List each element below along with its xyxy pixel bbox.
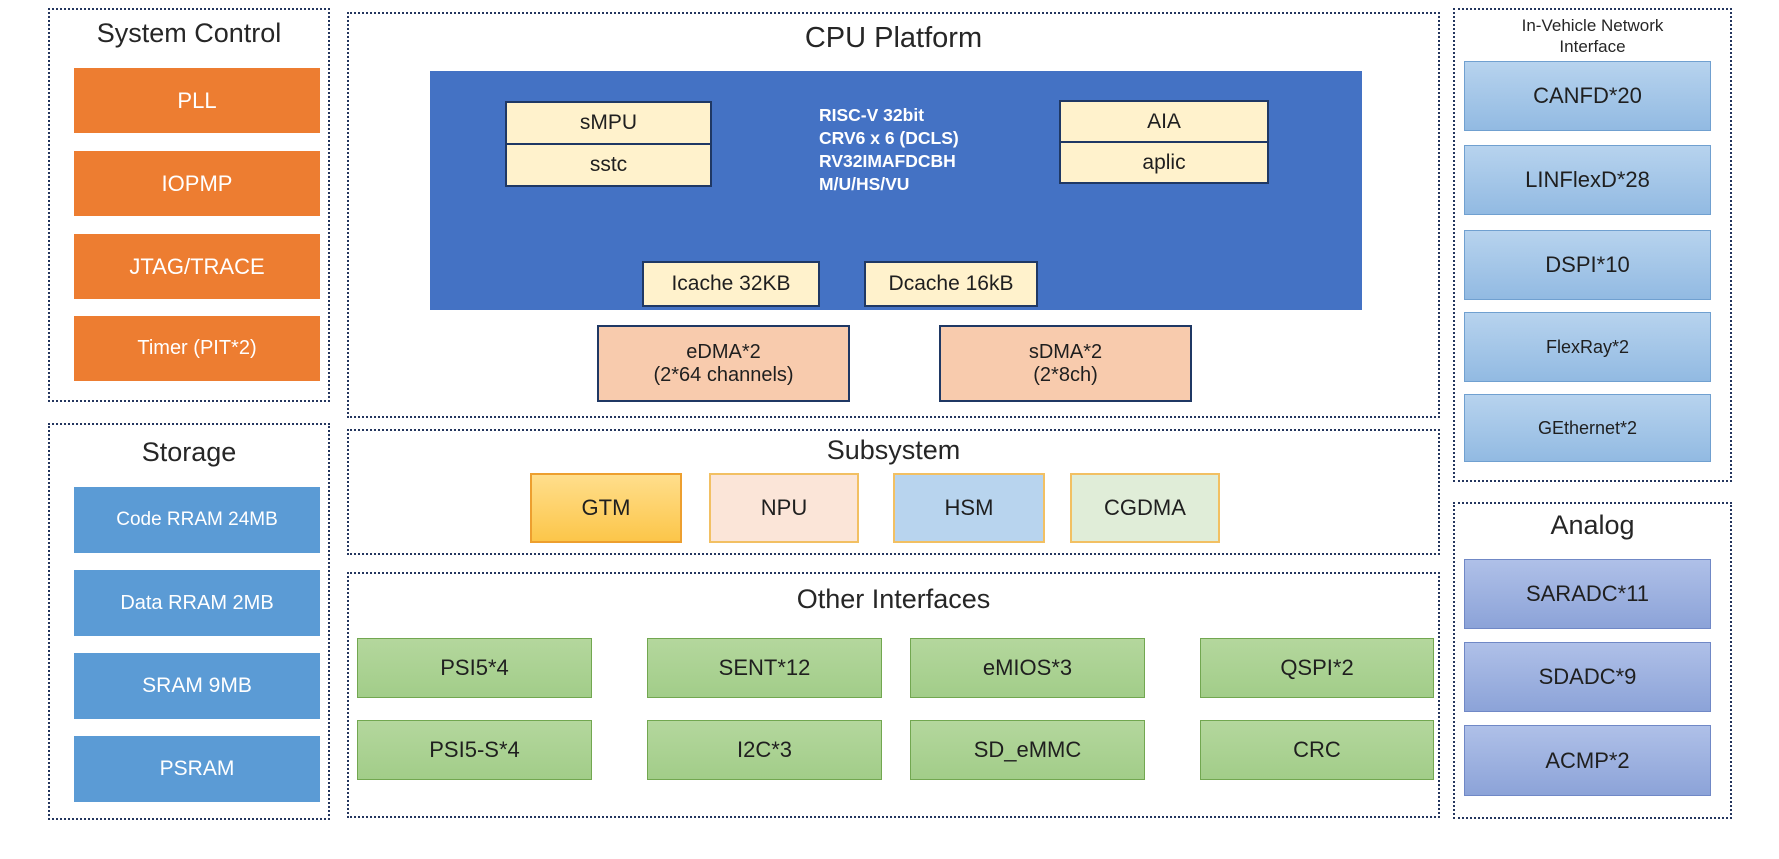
block-sd-emmc: SD_eMMC	[910, 720, 1145, 780]
block-hsm: HSM	[893, 473, 1045, 543]
sdma-line2: (2*8ch)	[1033, 363, 1098, 386]
block-canfd: CANFD*20	[1464, 61, 1711, 131]
block-npu: NPU	[709, 473, 859, 543]
block-timer-pit: Timer (PIT*2)	[74, 316, 320, 381]
analog-title: Analog	[1550, 510, 1635, 540]
block-pll: PLL	[74, 68, 320, 133]
block-smpu: sMPU	[579, 111, 638, 134]
block-sram: SRAM 9MB	[74, 653, 320, 719]
block-sent: SENT*12	[647, 638, 882, 698]
core-info-line: RISC-V 32bit	[819, 105, 925, 125]
block-sdma: sDMA*2 (2*8ch)	[939, 325, 1192, 402]
section-subsystem: Subsystem GTM NPU HSM CGDMA	[347, 429, 1440, 555]
core-info-line: M/U/HS/VU	[819, 174, 910, 194]
block-qspi: QSPI*2	[1200, 638, 1434, 698]
block-acmp: ACMP*2	[1464, 725, 1711, 796]
block-dspi: DSPI*10	[1464, 230, 1711, 300]
block-sstc: sstc	[507, 143, 710, 185]
section-other-interfaces: Other Interfaces PSI5*4 SENT*12 eMIOS*3 …	[347, 572, 1440, 818]
block-linflexd: LINFlexD*28	[1464, 145, 1711, 215]
block-emios: eMIOS*3	[910, 638, 1145, 698]
core-info-text: RISC-V 32bit CRV6 x 6 (DCLS) RV32IMAFDCB…	[819, 104, 959, 196]
in-vehicle-title-line2: Interface	[1559, 37, 1626, 56]
interrupt-stack: AIA aplic	[1059, 100, 1269, 184]
sdma-line1: sDMA*2	[1028, 340, 1103, 363]
block-crc: CRC	[1200, 720, 1434, 780]
block-psram: PSRAM	[74, 736, 320, 802]
block-aplic: aplic	[1061, 141, 1267, 182]
section-storage: Storage Code RRAM 24MB Data RRAM 2MB SRA…	[48, 423, 330, 820]
storage-title: Storage	[141, 437, 237, 467]
block-gethernet: GEthernet*2	[1464, 394, 1711, 462]
block-cgdma: CGDMA	[1070, 473, 1220, 543]
block-data-rram: Data RRAM 2MB	[74, 570, 320, 636]
block-flexray: FlexRay*2	[1464, 312, 1711, 382]
edma-line1: eDMA*2	[686, 340, 761, 363]
block-i2c: I2C*3	[647, 720, 882, 780]
other-interfaces-title: Other Interfaces	[796, 584, 991, 614]
cpu-platform-title: CPU Platform	[804, 22, 983, 54]
block-jtag-trace: JTAG/TRACE	[74, 234, 320, 299]
cpu-core-block: sMPU sstc RISC-V 32bit CRV6 x 6 (DCLS) R…	[430, 71, 1362, 310]
mpu-stack: sMPU sstc	[505, 101, 712, 187]
section-system-control: System Control PLL IOPMP JTAG/TRACE Time…	[48, 8, 330, 402]
core-info-line: RV32IMAFDCBH	[819, 151, 956, 171]
system-control-title: System Control	[96, 18, 282, 48]
section-in-vehicle-network: In-Vehicle Network Interface CANFD*20 LI…	[1453, 8, 1732, 482]
block-psi5-s: PSI5-S*4	[357, 720, 592, 780]
core-info-line: CRV6 x 6 (DCLS)	[819, 128, 959, 148]
block-gtm: GTM	[530, 473, 682, 543]
block-code-rram: Code RRAM 24MB	[74, 487, 320, 553]
section-cpu-platform: CPU Platform sMPU sstc RISC-V 32bit CRV6…	[347, 12, 1440, 418]
edma-line2: (2*64 channels)	[653, 363, 794, 386]
subsystem-title: Subsystem	[826, 435, 961, 465]
in-vehicle-title-line1: In-Vehicle Network	[1521, 16, 1664, 35]
block-psi5: PSI5*4	[357, 638, 592, 698]
block-sdadc: SDADC*9	[1464, 642, 1711, 712]
section-analog: Analog SARADC*11 SDADC*9 ACMP*2	[1453, 502, 1732, 819]
block-aia: AIA	[1147, 109, 1181, 133]
block-dcache: Dcache 16kB	[864, 261, 1038, 307]
block-iopmp: IOPMP	[74, 151, 320, 216]
block-saradc: SARADC*11	[1464, 559, 1711, 629]
block-edma: eDMA*2 (2*64 channels)	[597, 325, 850, 402]
block-icache: Icache 32KB	[642, 261, 820, 307]
